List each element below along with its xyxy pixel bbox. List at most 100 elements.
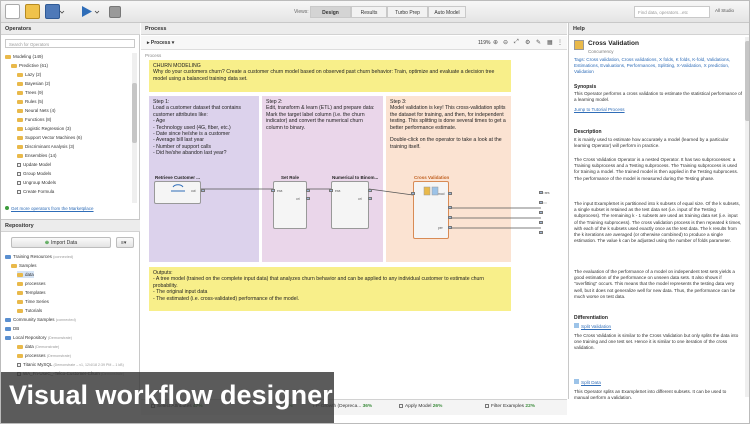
folder-icon: [11, 263, 17, 268]
operators-panel: Operators Search for Operators Modeling …: [1, 23, 140, 219]
repo-item[interactable]: Titanic MySQL (Demonstrate – v1, 12/4/18…: [17, 361, 124, 368]
open-process-icon[interactable]: [25, 4, 40, 19]
tree-item-predictive[interactable]: Predictive (61): [11, 62, 48, 69]
outputs-note[interactable]: Outputs: - A tree model (trained on the …: [149, 267, 511, 311]
split-data-link[interactable]: Split Data: [574, 379, 601, 386]
help-scrollbar[interactable]: [745, 37, 749, 397]
port-ori-out[interactable]: [306, 197, 310, 200]
repo-item-selected[interactable]: data: [17, 271, 34, 278]
tree-item-logistic-regression[interactable]: Logistic Regression (3): [17, 125, 71, 132]
repo-item[interactable]: Training Resources (connected): [5, 253, 73, 260]
title-note[interactable]: CHURN MODELING Why do your customers chu…: [149, 60, 511, 92]
port-tes-out[interactable]: [448, 216, 452, 219]
port-ori-out[interactable]: [368, 197, 372, 200]
marketplace-link[interactable]: Get more operators from the Marketplace: [5, 206, 94, 211]
tree-item-trees[interactable]: Trees (9): [17, 89, 43, 96]
tree-item-group-models[interactable]: Group Models: [17, 170, 51, 177]
tree-item-ungroup-models[interactable]: Ungroup Models: [17, 179, 56, 186]
port-exa-in[interactable]: [329, 189, 333, 192]
tree-item-discriminant[interactable]: Discriminant Analysis (3): [17, 143, 74, 150]
port-exa-out[interactable]: [368, 189, 372, 192]
port-mod-out[interactable]: [448, 192, 452, 195]
result-port[interactable]: [539, 211, 543, 214]
port-exa-in[interactable]: [411, 192, 415, 195]
port-per-out[interactable]: [448, 226, 452, 229]
fit-icon[interactable]: ⤢: [514, 39, 519, 45]
recommendation-item[interactable]: Apply Model 26%: [399, 401, 442, 413]
tree-item-ensembles[interactable]: Ensembles (14): [17, 152, 57, 159]
repo-item[interactable]: processes (Demonstrate): [17, 352, 71, 359]
operator-numerical-to-binominal[interactable]: Numerical to Binom... exa ori: [329, 175, 378, 229]
port-label: res: [545, 191, 550, 195]
repo-item[interactable]: Time Series: [17, 298, 49, 305]
tree-item-rules[interactable]: Rules (5): [17, 98, 43, 105]
stop-process-icon[interactable]: [109, 6, 121, 18]
tab-turbo-prep[interactable]: Turbo Prep: [387, 6, 428, 18]
operator-search-input[interactable]: Search for Operators: [5, 39, 135, 48]
result-port[interactable]: [539, 221, 543, 224]
operator-retrieve-customer[interactable]: Retrieve Customer ... out: [154, 175, 205, 204]
operator-cross-validation[interactable]: Cross Validation mod per: [411, 175, 452, 239]
folder-icon: [17, 72, 23, 77]
tree-item-svm[interactable]: Support Vector Machines (6): [17, 134, 82, 141]
caption-text: Visual workflow designer: [9, 380, 333, 410]
repo-item[interactable]: Samples: [11, 262, 37, 269]
tab-auto-model[interactable]: Auto Model: [428, 6, 466, 18]
new-process-icon[interactable]: [5, 4, 20, 19]
step2-note[interactable]: Step 2: Edit, transform & learn (ETL) an…: [262, 96, 383, 262]
help-desc-2: The Cross Validation Operator is a neste…: [574, 157, 739, 181]
zoom-level[interactable]: 119%: [478, 40, 491, 46]
global-search-input[interactable]: Find data, operators...etc: [634, 6, 710, 18]
repo-item[interactable]: DB: [5, 325, 19, 332]
tutorial-link[interactable]: Jump to Tutorial Process: [574, 107, 625, 112]
save-dropdown-icon[interactable]: [59, 4, 65, 19]
split-validation-link[interactable]: Split Validation: [574, 323, 611, 330]
tree-item-modeling[interactable]: Modeling (149): [5, 53, 43, 60]
help-tags[interactable]: Tags: Cross validation, Cross validation…: [574, 57, 731, 75]
arrange-icon[interactable]: ⚙: [525, 40, 531, 46]
tree-item-functions[interactable]: Functions (8): [17, 116, 51, 123]
studio-edition-label[interactable]: All Studio: [715, 8, 735, 13]
help-operator-name: Cross Validation: [588, 40, 639, 47]
save-process-icon[interactable]: [45, 4, 60, 19]
auto-wire-icon[interactable]: ✎: [536, 40, 542, 46]
port-exa-out[interactable]: [448, 206, 452, 209]
repo-item[interactable]: data (Demonstrate): [17, 343, 59, 350]
zoom-out-icon[interactable]: ⊖: [503, 40, 509, 46]
process-breadcrumb[interactable]: ▸ Process ▾: [147, 40, 175, 46]
step1-note[interactable]: Step 1: Load a customer dataset that con…: [149, 96, 259, 262]
result-port[interactable]: [539, 191, 543, 194]
repo-item[interactable]: Templates: [17, 289, 46, 296]
tree-item-update-model[interactable]: Update Model: [17, 161, 51, 168]
more-icon[interactable]: ⋮: [557, 40, 563, 46]
layout-icon[interactable]: ▦: [547, 40, 553, 46]
tree-item-create-formula[interactable]: Create Formula: [17, 188, 54, 195]
operator-tree-scrollbar[interactable]: [132, 53, 137, 203]
port-label: exa: [277, 189, 283, 193]
recommendation-item[interactable]: FP-Growth (Depreca... 36%: [313, 404, 373, 409]
tree-item-bayesian[interactable]: Bayesian (2): [17, 80, 50, 87]
result-port[interactable]: [539, 231, 543, 234]
help-description-heading: Description: [574, 129, 602, 135]
run-process-icon[interactable]: [79, 4, 94, 19]
recommendation-item[interactable]: Filter Examples 22%: [485, 401, 535, 413]
repo-item[interactable]: Tutorials: [17, 307, 42, 314]
tree-item-lazy[interactable]: Lazy (2): [17, 71, 41, 78]
tab-results[interactable]: Results: [351, 6, 387, 18]
port-exa-out[interactable]: [306, 189, 310, 192]
operator-set-role[interactable]: Set Role exa ori: [271, 175, 310, 229]
run-dropdown-icon[interactable]: [94, 4, 100, 19]
repo-item[interactable]: Local Repository (Demonstrate): [5, 334, 72, 341]
repo-item[interactable]: Community Samples (connected): [5, 316, 76, 323]
port-exa-in[interactable]: [271, 189, 275, 192]
port-out[interactable]: [201, 189, 205, 192]
folder-icon: [17, 135, 23, 140]
import-data-button[interactable]: ⊕Import Data: [11, 237, 111, 248]
tab-design[interactable]: Design: [310, 6, 351, 18]
repository-menu-button[interactable]: ≡▾: [116, 237, 134, 248]
tree-item-neural-nets[interactable]: Neural Nets (4): [17, 107, 56, 114]
repo-item[interactable]: processes: [17, 280, 46, 287]
result-port[interactable]: [539, 201, 543, 204]
operator-icon: [399, 403, 403, 408]
zoom-in-icon[interactable]: ⊕: [493, 40, 499, 46]
